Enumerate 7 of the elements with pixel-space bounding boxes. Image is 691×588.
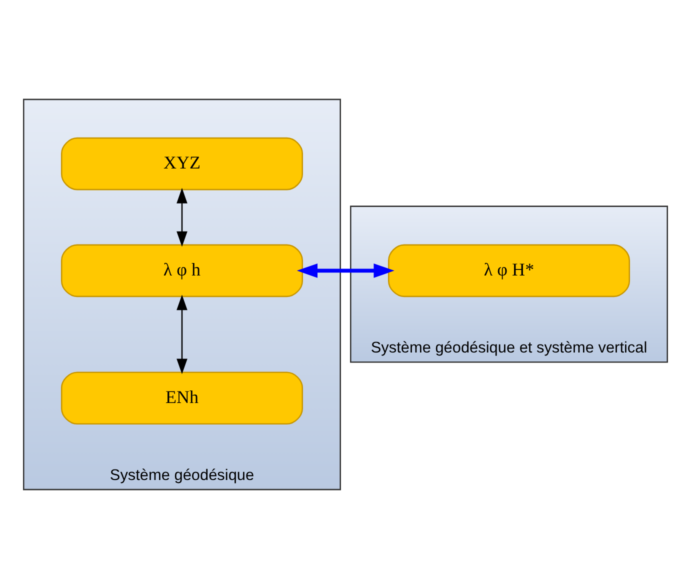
arrow: [176, 187, 188, 246]
node-box: XYZ: [60, 136, 304, 190]
node-box: λ φ H*: [388, 244, 630, 297]
arrow: [176, 294, 188, 374]
node-box: λ φ h: [60, 244, 304, 297]
node-box: ENh: [60, 371, 304, 424]
arrow: [296, 262, 394, 278]
